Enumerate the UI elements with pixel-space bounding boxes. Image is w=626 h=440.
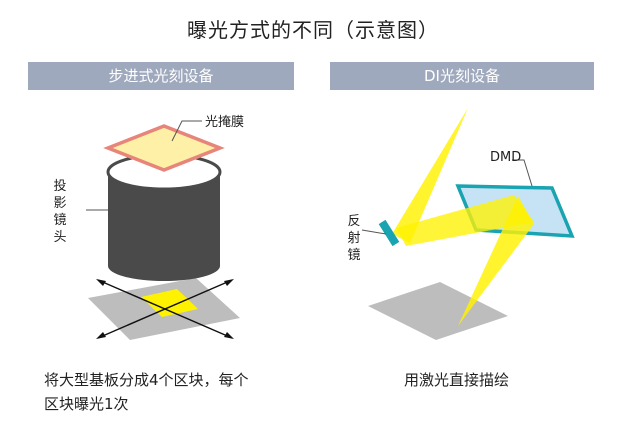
exposed-block (141, 289, 198, 317)
stepper-caption-line1: 将大型基板分成4个区块，每个 (44, 371, 249, 389)
dmd-leader (512, 159, 533, 187)
arrow-diagonal-2 (97, 279, 233, 339)
photomask (103, 124, 225, 172)
laser-beam-mirror-to-dmd (396, 195, 534, 246)
dmd-label: DMD (490, 150, 522, 165)
arrowhead-4 (96, 332, 106, 339)
lens-label: 投影镜头 (53, 179, 67, 245)
di-caption: 用激光直接描绘 (404, 371, 510, 389)
laser-beam-out (458, 196, 534, 326)
mirror-leader (361, 229, 387, 235)
laser-beam-in (392, 108, 468, 243)
stepper-caption-line2: 区块曝光1次 (44, 395, 129, 413)
arrowhead-1 (96, 279, 106, 286)
di-header: DI光刻设备 (330, 62, 594, 90)
stepper-header: 步进式光刻设备 (28, 62, 294, 90)
mask-leader (171, 120, 202, 142)
mirror-label: 反射镜 (347, 214, 361, 263)
arrowhead-3 (224, 279, 234, 286)
mirror (378, 219, 400, 247)
arrowhead-2 (224, 332, 234, 339)
mask-label: 光掩膜 (205, 115, 245, 130)
lens-bottom (108, 251, 220, 281)
di-substrate (368, 282, 508, 340)
diagram-title: 曝光方式的不同（示意图） (187, 18, 439, 42)
